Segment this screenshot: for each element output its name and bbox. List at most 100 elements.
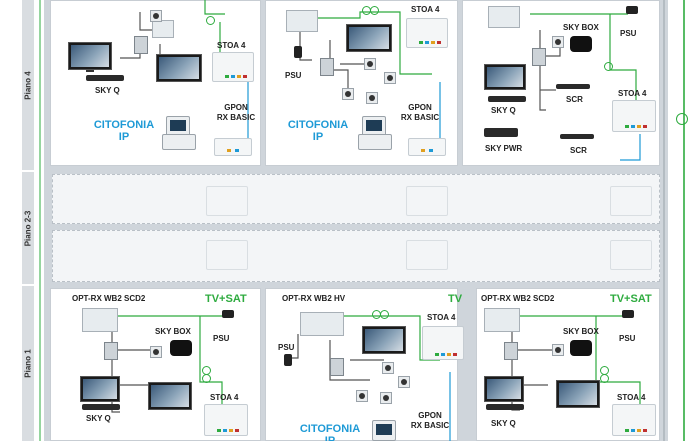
apartment-service-label: TV xyxy=(448,293,463,305)
stoa-4-ont-icon xyxy=(612,100,656,132)
psu-label: PSU xyxy=(620,29,637,38)
optical-receiver-icon xyxy=(488,6,520,28)
psu-label: PSU xyxy=(278,343,295,352)
stoa-4-label: STOA 4 xyxy=(617,393,646,402)
sky-q-label: SKY Q xyxy=(491,419,516,428)
switch-device xyxy=(152,20,174,38)
floor-band-piano-4 xyxy=(22,0,34,170)
stoa-4-label: STOA 4 xyxy=(411,5,440,14)
tv-outlet xyxy=(398,376,410,388)
fiber-coil-icon xyxy=(206,16,215,25)
ont-icon-faded xyxy=(406,186,448,216)
psu-label: PSU xyxy=(285,71,302,80)
apartment-service-label: TV+SAT xyxy=(205,293,247,305)
scr-device-icon xyxy=(556,84,590,89)
intercom-ip-icon xyxy=(372,420,396,441)
psu-icon xyxy=(284,354,292,366)
tv-outlet xyxy=(552,36,564,48)
stoa-4-label: STOA 4 xyxy=(618,89,647,98)
sky-q-box-icon xyxy=(488,96,526,102)
fiber-coil-icon xyxy=(600,374,609,383)
ont-icon-faded xyxy=(206,240,248,270)
scr-label: SCR xyxy=(566,95,583,104)
tv-outlet xyxy=(342,88,354,100)
sky-q-label: SKY Q xyxy=(491,106,516,115)
wire-p1a1-fiber2 xyxy=(199,316,223,404)
tv-outlet xyxy=(366,92,378,104)
tv-outlet xyxy=(364,58,376,70)
stoa-4-ont-icon xyxy=(212,52,254,82)
floor-band-piano-1 xyxy=(22,286,34,441)
floor-band-piano-2-3 xyxy=(22,172,34,284)
tv-stand xyxy=(86,70,94,72)
sky-q-label: SKY Q xyxy=(95,86,120,95)
ont-icon-faded xyxy=(610,240,652,270)
wire-p4a2-psu xyxy=(299,22,312,61)
sky-box-label: SKY BOX xyxy=(563,327,599,336)
psu-icon xyxy=(622,310,634,318)
tv-icon xyxy=(148,382,192,410)
coax-splitter xyxy=(532,48,546,66)
ont-icon-faded xyxy=(206,186,248,216)
wire-p4a1-1 xyxy=(139,12,152,31)
tv-outlet xyxy=(150,10,162,22)
wire-p4a2-fiber xyxy=(318,11,432,75)
tv-outlet xyxy=(150,346,162,358)
scr-device-icon xyxy=(560,134,594,139)
stoa-4-ont-icon xyxy=(422,326,464,360)
gpon-rx-basic-icon xyxy=(214,138,252,156)
sky-box-icon xyxy=(570,340,592,356)
ont-icon-faded xyxy=(610,186,652,216)
wire-p1a2-psu xyxy=(290,334,299,359)
coax-splitter xyxy=(134,36,148,54)
wire-p1a2-coax xyxy=(329,340,370,381)
optical-receiver-icon xyxy=(300,312,344,336)
stoa-4-label: STOA 4 xyxy=(210,393,239,402)
optical-receiver-icon xyxy=(82,308,118,332)
apartment-model-label: OPT-RX WB2 SCD2 xyxy=(72,294,146,303)
sky-box-label: SKY BOX xyxy=(563,23,599,32)
tv-outlet xyxy=(382,362,394,374)
corridor-piano-3 xyxy=(52,174,660,224)
sky-q-label: SKY Q xyxy=(86,414,111,423)
tv-icon xyxy=(484,376,524,402)
tv-icon xyxy=(346,24,392,52)
wire-p4a2-coax xyxy=(329,40,349,90)
scr-label: SCR xyxy=(570,146,587,155)
sky-q-box-icon xyxy=(82,404,120,410)
wire-p4a3-fiber2 xyxy=(609,14,637,122)
sky-box-icon xyxy=(570,36,592,52)
sky-q-box-icon xyxy=(486,404,524,410)
wire-p4a3-blue xyxy=(620,134,641,161)
coax-splitter xyxy=(504,342,518,360)
tv-icon xyxy=(556,380,600,408)
tv-icon xyxy=(362,326,406,354)
tv-outlet xyxy=(356,390,368,402)
tv-icon xyxy=(68,42,112,70)
apartment-model-label: OPT-RX WB2 HV xyxy=(282,294,346,303)
riser-coil-icon xyxy=(676,113,688,125)
apartment-service-label: TV+SAT xyxy=(610,293,652,305)
fiber-coil-icon xyxy=(604,62,613,71)
psu-icon xyxy=(222,310,234,318)
fiber-coil-icon xyxy=(370,6,379,15)
coax-splitter xyxy=(104,342,118,360)
tv-outlet xyxy=(384,72,396,84)
stoa-4-ont-icon xyxy=(612,404,656,436)
sky-q-box-icon xyxy=(86,75,124,81)
optical-receiver-icon xyxy=(484,308,520,332)
intercom-base-icon xyxy=(162,134,196,150)
coax-splitter xyxy=(330,358,344,376)
apartment-model-label: OPT-RX WB2 SCD2 xyxy=(481,294,555,303)
tv-icon xyxy=(484,64,526,90)
psu-icon xyxy=(626,6,638,14)
sky-pwr-label: SKY PWR xyxy=(485,144,523,153)
fiber-coil-icon xyxy=(202,374,211,383)
optical-receiver-icon xyxy=(286,10,318,32)
